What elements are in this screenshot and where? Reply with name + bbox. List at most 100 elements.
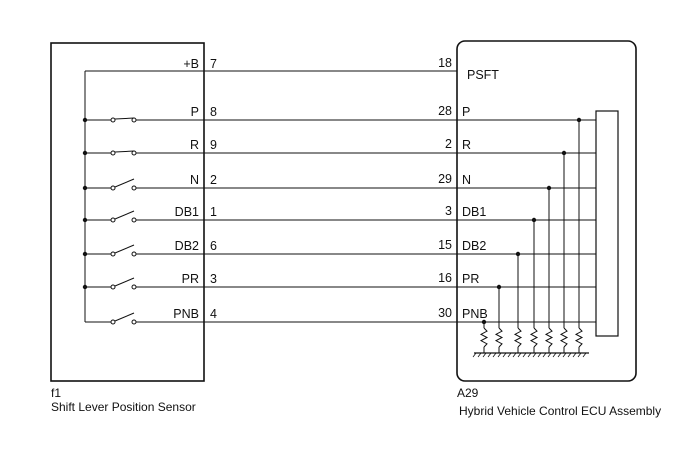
sensor-terminal-label: N	[190, 173, 199, 187]
ground-hatch-mark	[527, 352, 532, 358]
supply-right-label: PSFT	[467, 68, 499, 82]
ground-hatch-mark	[507, 352, 512, 358]
ground-hatch-mark	[497, 352, 502, 358]
switch-contact	[131, 319, 137, 325]
ecu-box	[456, 40, 637, 382]
sensor-pin-number: 4	[210, 307, 217, 321]
sensor-pin-number: 6	[210, 239, 217, 253]
switch-contact	[131, 251, 137, 257]
junction-dot	[82, 185, 88, 191]
ground-hatch-mark	[517, 352, 522, 358]
ecu-code: A29	[457, 386, 479, 400]
supply-right-pin: 18	[438, 56, 452, 70]
sensor-name: Shift Lever Position Sensor	[51, 400, 196, 414]
ground-hatch-mark	[492, 352, 497, 358]
ground-hatch-mark	[487, 352, 492, 358]
sensor-box	[50, 42, 205, 382]
switch-contact	[131, 185, 137, 191]
sensor-terminal-label: DB1	[175, 205, 199, 219]
sensor-terminal-label: PNB	[173, 307, 199, 321]
ground-hatch-mark	[567, 352, 572, 358]
ground-hatch-mark	[512, 352, 517, 358]
ground-hatch-mark	[582, 352, 587, 358]
ecu-pin-number: 2	[445, 137, 452, 151]
switch-lever	[114, 210, 135, 220]
pull-down-resistor	[574, 327, 584, 348]
ecu-terminal-label: N	[462, 173, 471, 187]
junction-dot	[82, 284, 88, 290]
supply-left-label: +B	[183, 57, 199, 71]
switch-contact	[131, 117, 137, 123]
sensor-pin-number: 1	[210, 205, 217, 219]
junction-dot	[82, 117, 88, 123]
junction-dot	[82, 217, 88, 223]
ecu-terminal-label: R	[462, 138, 471, 152]
junction-dot	[82, 251, 88, 257]
ground-hatch-mark	[537, 352, 542, 358]
ground-hatch-mark	[562, 352, 567, 358]
switch-contact	[110, 185, 116, 191]
pull-down-resistor	[494, 327, 504, 348]
switch-contact	[110, 284, 116, 290]
sensor-pin-number: 3	[210, 272, 217, 286]
pull-down-resistor	[544, 327, 554, 348]
switch-contact	[131, 217, 137, 223]
pull-down-resistor	[479, 327, 489, 348]
switch-contact	[110, 150, 116, 156]
pull-down-resistor	[529, 327, 539, 348]
ground-hatch-mark	[542, 352, 547, 358]
sensor-pin-number: 2	[210, 173, 217, 187]
switch-contact	[131, 284, 137, 290]
ground-hatch-mark	[572, 352, 577, 358]
switch-lever	[114, 150, 135, 153]
switch-lever	[114, 277, 135, 287]
ecu-pin-number: 29	[438, 172, 452, 186]
ecu-name: Hybrid Vehicle Control ECU Assembly	[459, 404, 661, 418]
sensor-terminal-label: PR	[182, 272, 199, 286]
switch-lever	[114, 312, 135, 322]
ecu-terminal-label: PR	[462, 272, 479, 286]
switch-contact	[131, 150, 137, 156]
ecu-terminal-label: DB2	[462, 239, 486, 253]
circuit-pnb: PNB 4 30 PNB	[85, 306, 596, 353]
ecu-pin-number: 30	[438, 306, 452, 320]
sensor-terminal-label: DB2	[175, 239, 199, 253]
ecu-terminal-label: PNB	[462, 307, 488, 321]
pull-down-resistor	[559, 327, 569, 348]
switch-contact	[110, 217, 116, 223]
switch-contact	[110, 319, 116, 325]
switch-lever	[114, 117, 135, 120]
supply-left-pin: 7	[210, 57, 217, 71]
sensor-code: f1	[51, 386, 61, 400]
ground-hatch-mark	[552, 352, 557, 358]
ground-hatch-mark	[532, 352, 537, 358]
ecu-terminal-label: DB1	[462, 205, 486, 219]
sensor-pin-number: 8	[210, 105, 217, 119]
switch-contact	[110, 251, 116, 257]
ecu-pin-number: 15	[438, 238, 452, 252]
ground-hatch	[472, 352, 587, 358]
ground-hatch-mark	[577, 352, 582, 358]
switch-lever	[114, 178, 135, 188]
ground-hatch-mark	[472, 352, 477, 358]
sensor-pin-number: 9	[210, 138, 217, 152]
ground-hatch-mark	[502, 352, 507, 358]
ground-hatch-mark	[477, 352, 482, 358]
ecu-pin-number: 3	[445, 204, 452, 218]
ecu-pin-number: 28	[438, 104, 452, 118]
circuit-db1: DB1 1 3 DB1	[82, 204, 596, 353]
ground-hatch-mark	[547, 352, 552, 358]
switch-contact	[110, 117, 116, 123]
ecu-ic-block	[595, 110, 619, 337]
pull-down-resistor	[513, 327, 523, 348]
ground-hatch-mark	[482, 352, 487, 358]
junction-dot	[82, 150, 88, 156]
ecu-terminal-label: P	[462, 105, 470, 119]
